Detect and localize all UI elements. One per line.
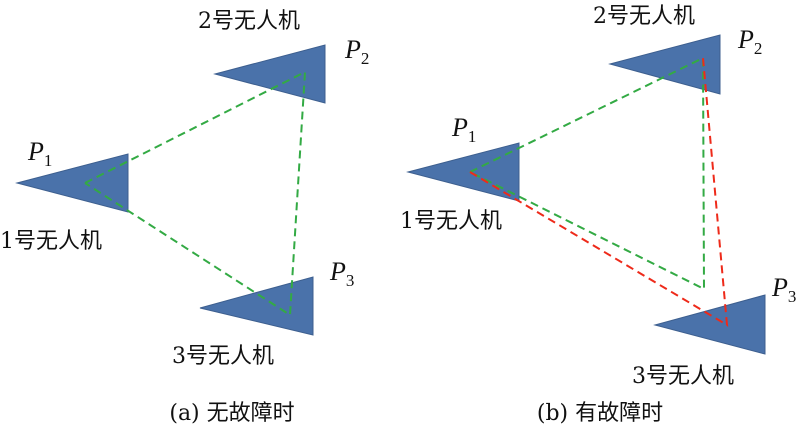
drone-1-label: 1号无人机 [400, 209, 502, 234]
drone-2-label: 2号无人机 [198, 9, 300, 34]
drone-3-triangle [199, 276, 314, 336]
point-p2-label: P2 [737, 25, 762, 58]
drone-1-triangle [15, 153, 129, 213]
point-p1-label: P1 [27, 137, 52, 170]
drone-2-triangle [213, 44, 326, 104]
drone-3-triangle [653, 294, 766, 355]
caption-b: (b) 有故障时 [537, 401, 663, 426]
point-p3-label: P3 [329, 257, 354, 290]
drone-3-label: 3号无人机 [632, 364, 734, 389]
drone-1-label: 1号无人机 [0, 229, 102, 254]
drone-3-label: 3号无人机 [172, 344, 274, 369]
point-p3-label: P3 [771, 273, 796, 306]
drone-2-label: 2号无人机 [593, 4, 695, 29]
point-p2-label: P2 [344, 35, 369, 68]
panel-a: 2号无人机 P2 P1 1号无人机 P3 3号无人机 (a) 无故障时 [0, 9, 369, 426]
drone-1-triangle [406, 142, 520, 202]
fault-link-path [469, 57, 729, 327]
caption-a: (a) 无故障时 [169, 401, 294, 426]
drone-2-triangle [608, 34, 721, 95]
point-p1-label: P1 [451, 113, 476, 146]
panel-b: 2号无人机 P2 P1 1号无人机 P3 3号无人机 (b) 有故障时 [400, 4, 796, 426]
normal-link-path [84, 70, 307, 317]
